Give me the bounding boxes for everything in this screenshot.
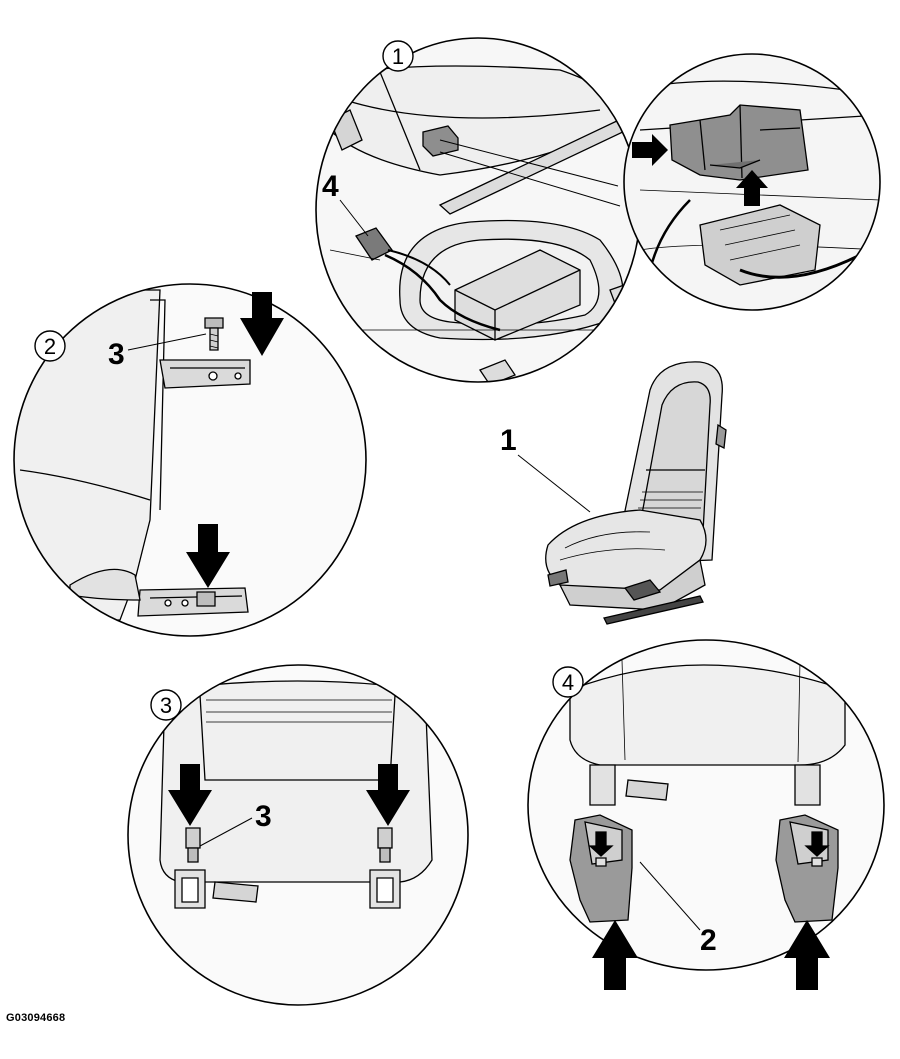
detail-4-callout: 4 (562, 670, 574, 695)
detail-3-rear-bolts: 3 3 (127, 664, 469, 1006)
detail-3-label-3: 3 (255, 800, 272, 833)
figure-id: G03094668 (6, 1012, 66, 1024)
detail-1-callout: 1 (392, 44, 404, 69)
main-seat-view: 1 (500, 361, 727, 625)
detail-1-label-4: 4 (322, 170, 339, 203)
detail-1-under-seat-connector: 1 4 (315, 37, 641, 383)
detail-2-rail-bolts: 2 3 (13, 283, 367, 637)
push-arrow-up (592, 920, 638, 990)
detail-2-label-3: 3 (108, 338, 125, 371)
main-view-label-1: 1 (500, 424, 517, 457)
push-arrow-down (366, 764, 410, 826)
push-arrow-right (632, 134, 668, 166)
detail-4-rail-clips: 4 2 (527, 639, 885, 990)
detail-2-callout: 2 (44, 334, 56, 359)
push-arrow-up (736, 170, 768, 206)
push-arrow-down (186, 524, 230, 588)
detail-1-connector-zoom (623, 53, 881, 311)
push-arrow-up (784, 920, 830, 990)
detail-4-label-2: 2 (700, 924, 717, 957)
push-arrow-down (168, 764, 212, 826)
push-arrow-down (240, 292, 284, 356)
detail-3-callout: 3 (160, 693, 172, 718)
